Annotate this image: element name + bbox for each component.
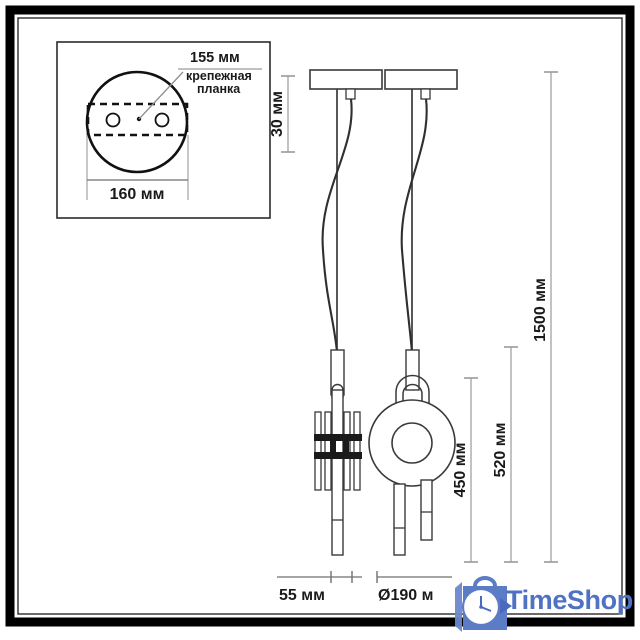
label-side-width: 55 мм xyxy=(279,587,325,604)
hub-block-lower xyxy=(314,452,362,459)
label-shade-drop: 520 мм xyxy=(492,423,509,478)
power-cable-side xyxy=(321,98,353,353)
logo-bag-handle xyxy=(473,576,497,587)
disc-edge-outer-left xyxy=(314,411,322,491)
label-body-height: 450 мм xyxy=(452,443,469,498)
yoke-outer-front xyxy=(395,374,430,430)
power-cable-front xyxy=(400,98,428,353)
disc-edge-outer-right xyxy=(353,411,361,491)
logo-clock-center xyxy=(479,605,483,609)
lamp-front-view xyxy=(368,69,458,556)
canopy-plate-side xyxy=(309,69,383,90)
mount-hole-right xyxy=(154,112,170,128)
label-canopy-diameter: 160 мм xyxy=(110,186,165,203)
lower-rod-right-front xyxy=(420,479,433,541)
label-total-height: 1500 мм xyxy=(532,278,549,342)
lamp-side-view xyxy=(309,69,383,556)
leader-line-155 xyxy=(138,71,184,120)
center-stem-side xyxy=(331,389,344,556)
mounting-bar-dashed xyxy=(86,102,189,137)
logo-back-sheet xyxy=(455,582,462,632)
timeshop-logo-icon xyxy=(455,576,512,632)
timeshop-brand-text: TimeShop xyxy=(506,585,633,615)
cable-grip-side xyxy=(345,88,356,100)
label-plate-diameter: 155 мм xyxy=(190,50,240,66)
mount-hole-left xyxy=(105,112,121,128)
label-canopy-height: 30 мм xyxy=(269,91,286,137)
canopy-outline-circle xyxy=(85,70,189,174)
cable-grip-front xyxy=(420,88,431,100)
label-plate-caption-2: планка xyxy=(197,82,241,96)
upper-barrel-front xyxy=(405,349,420,391)
lower-rod-left-front xyxy=(393,483,406,556)
label-front-diameter: Ø190 м xyxy=(378,587,433,604)
hub-block-upper xyxy=(314,434,362,441)
hub-link-right xyxy=(343,434,349,459)
shade-inner-circle-front xyxy=(391,422,433,464)
canopy-plate-front xyxy=(384,69,458,90)
logo-arrow xyxy=(500,598,512,614)
label-plate-caption-1: крепежная xyxy=(186,69,252,83)
yoke-inner-front xyxy=(402,383,423,430)
hub-link-left xyxy=(330,434,336,459)
